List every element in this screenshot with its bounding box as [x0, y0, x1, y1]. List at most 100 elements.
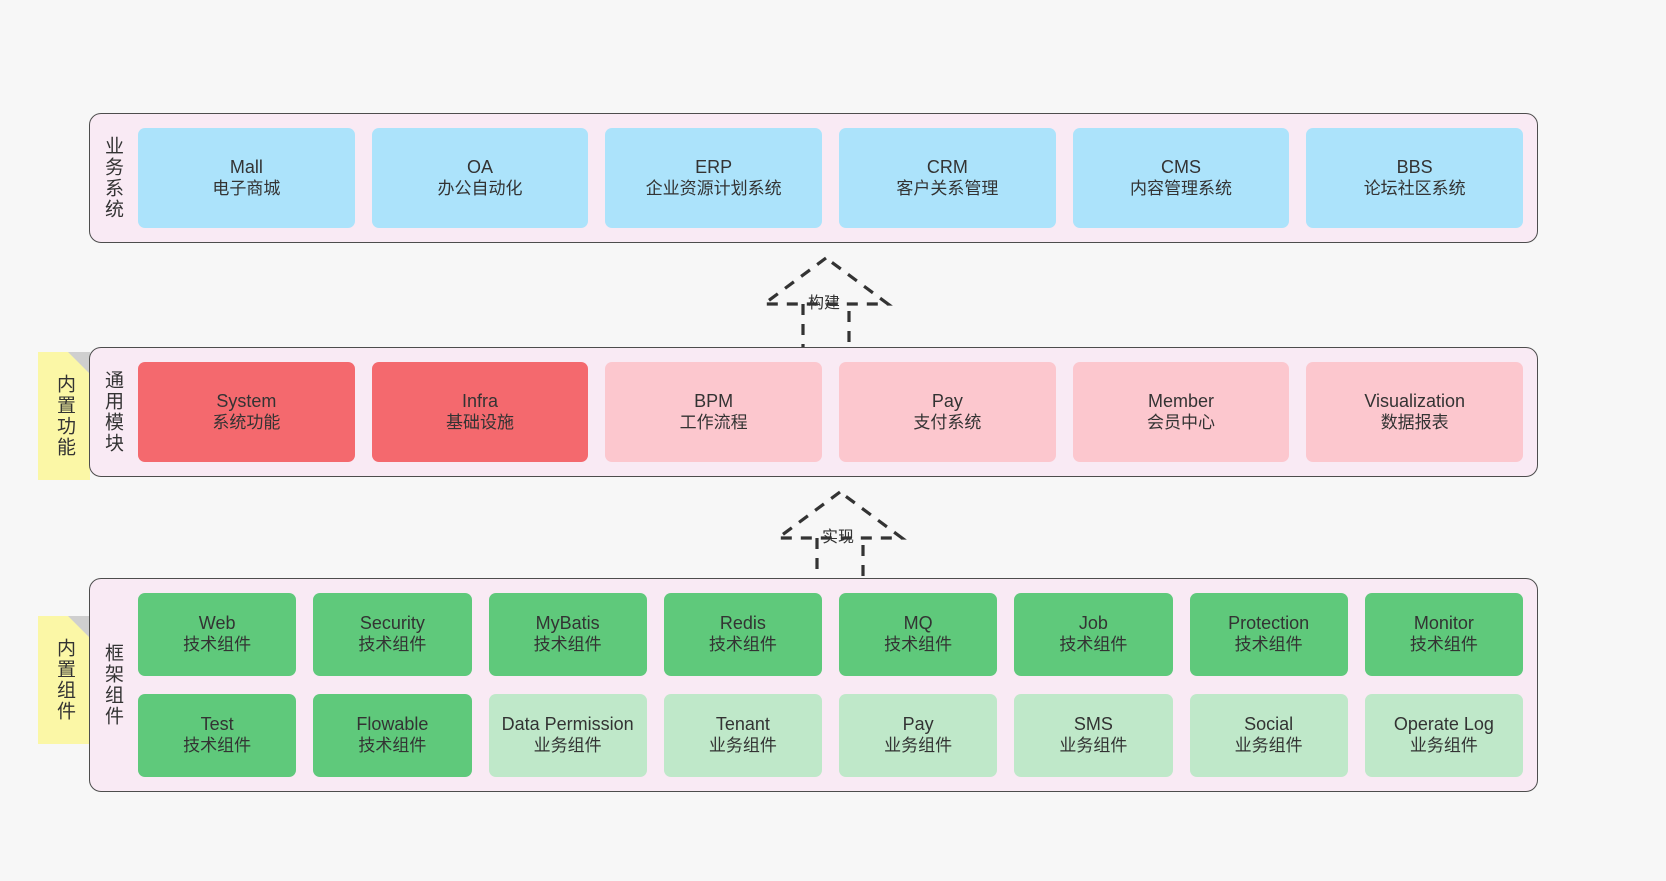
node-mall[interactable]: Mall 电子商城 [138, 128, 355, 228]
node-job[interactable]: Job 技术组件 [1014, 593, 1173, 676]
node-subtitle: 技术组件 [708, 635, 777, 655]
node-title: CRM [926, 156, 968, 177]
node-title: Security [359, 613, 425, 634]
node-bbs[interactable]: BBS 论坛社区系统 [1306, 128, 1524, 228]
node-pay-component[interactable]: Pay 业务组件 [839, 694, 998, 777]
node-title: Tenant [715, 714, 770, 735]
node-subtitle: 电子商城 [212, 178, 281, 198]
layer-common-modules[interactable]: 通用模块 System 系统功能 Infra 基础设施 BPM 工作流程 Pay… [89, 347, 1538, 477]
node-data-permission[interactable]: Data Permission 业务组件 [488, 694, 647, 777]
node-security[interactable]: Security 技术组件 [313, 593, 472, 676]
node-title: Infra [461, 390, 499, 411]
node-title: Operate Log [1393, 714, 1494, 735]
node-title: Mall [229, 156, 263, 177]
node-sms[interactable]: SMS 业务组件 [1014, 694, 1173, 777]
node-subtitle: 业务组件 [1409, 736, 1478, 756]
node-title: Member [1148, 390, 1215, 411]
node-title: Protection [1228, 613, 1310, 634]
node-title: Pay [931, 390, 963, 411]
node-system[interactable]: System 系统功能 [138, 362, 355, 462]
node-title: Visualization [1364, 390, 1466, 411]
connector-build-label: 构建 [808, 295, 841, 312]
connector-build: 构建 [756, 256, 906, 352]
node-subtitle: 支付系统 [913, 412, 982, 432]
node-cms[interactable]: CMS 内容管理系统 [1072, 128, 1290, 228]
node-member[interactable]: Member 会员中心 [1072, 362, 1290, 462]
node-redis[interactable]: Redis 技术组件 [663, 593, 822, 676]
node-title: BPM [694, 390, 734, 411]
node-subtitle: 论坛社区系统 [1363, 178, 1466, 198]
node-title: Web [198, 613, 236, 634]
node-title: OA [467, 156, 494, 177]
node-title: Social [1244, 714, 1294, 735]
node-visualization[interactable]: Visualization 数据报表 [1306, 362, 1524, 462]
node-subtitle: 技术组件 [1409, 635, 1478, 655]
node-subtitle: 业务组件 [533, 736, 602, 756]
layer-framework-components[interactable]: 框架组件 Web 技术组件 Security 技术组件 MyBatis 技术组件… [89, 578, 1538, 792]
node-subtitle: 技术组件 [358, 736, 427, 756]
node-protection[interactable]: Protection 技术组件 [1189, 593, 1348, 676]
node-title: Test [200, 714, 234, 735]
node-crm[interactable]: CRM 客户关系管理 [839, 128, 1056, 228]
node-title: Data Permission [501, 714, 634, 735]
sticky-fold-icon [68, 616, 90, 638]
layer-body-business-systems: Mall 电子商城 OA 办公自动化 ERP 企业资源计划系统 CRM 客户关系… [134, 114, 1537, 242]
node-title: Pay [902, 714, 934, 735]
node-title: MyBatis [535, 613, 600, 634]
sticky-note-builtin-components[interactable]: 内置组件 [38, 616, 90, 744]
node-social[interactable]: Social 业务组件 [1189, 694, 1348, 777]
layer-business-systems[interactable]: 业务系统 Mall 电子商城 OA 办公自动化 ERP 企业资源计划系统 CRM… [89, 113, 1538, 243]
layer-title-framework-components: 框架组件 [101, 643, 123, 727]
node-mq[interactable]: MQ 技术组件 [839, 593, 998, 676]
node-flowable[interactable]: Flowable 技术组件 [313, 694, 472, 777]
node-row: System 系统功能 Infra 基础设施 BPM 工作流程 Pay 支付系统… [138, 362, 1524, 462]
node-subtitle: 业务组件 [1059, 736, 1128, 756]
sticky-fold-icon [68, 352, 90, 374]
node-row: Test 技术组件 Flowable 技术组件 Data Permission … [138, 694, 1523, 777]
node-subtitle: 工作流程 [679, 412, 748, 432]
node-subtitle: 客户关系管理 [896, 178, 999, 198]
node-subtitle: 技术组件 [183, 635, 252, 655]
node-title: Redis [719, 613, 766, 634]
node-subtitle: 技术组件 [358, 635, 427, 655]
node-bpm[interactable]: BPM 工作流程 [605, 362, 823, 462]
node-subtitle: 系统功能 [212, 412, 281, 432]
node-test[interactable]: Test 技术组件 [138, 694, 297, 777]
node-subtitle: 企业资源计划系统 [645, 178, 782, 198]
node-web[interactable]: Web 技术组件 [138, 593, 297, 676]
node-title: ERP [695, 156, 733, 177]
node-title: Flowable [356, 714, 429, 735]
node-title: Job [1078, 613, 1108, 634]
node-subtitle: 会员中心 [1147, 412, 1216, 432]
connector-implement-label: 实现 [822, 529, 855, 546]
node-title: MQ [903, 613, 933, 634]
node-pay-module[interactable]: Pay 支付系统 [839, 362, 1056, 462]
node-title: SMS [1073, 714, 1113, 735]
node-subtitle: 业务组件 [708, 736, 777, 756]
layer-body-framework-components: Web 技术组件 Security 技术组件 MyBatis 技术组件 Redi… [134, 579, 1537, 791]
layer-title-business-systems: 业务系统 [101, 136, 123, 220]
node-operate-log[interactable]: Operate Log 业务组件 [1364, 694, 1523, 777]
node-subtitle: 技术组件 [884, 635, 953, 655]
node-subtitle: 办公自动化 [437, 178, 523, 198]
node-oa[interactable]: OA 办公自动化 [371, 128, 589, 228]
sticky-note-label: 内置组件 [53, 638, 75, 722]
node-row: Mall 电子商城 OA 办公自动化 ERP 企业资源计划系统 CRM 客户关系… [138, 128, 1524, 228]
sticky-note-builtin-features[interactable]: 内置功能 [38, 352, 90, 480]
sticky-note-label: 内置功能 [53, 374, 75, 458]
node-tenant[interactable]: Tenant 业务组件 [663, 694, 822, 777]
node-subtitle: 技术组件 [183, 736, 252, 756]
node-subtitle: 技术组件 [1234, 635, 1303, 655]
node-row: Web 技术组件 Security 技术组件 MyBatis 技术组件 Redi… [138, 593, 1523, 676]
node-subtitle: 内容管理系统 [1130, 178, 1233, 198]
node-infra[interactable]: Infra 基础设施 [371, 362, 589, 462]
node-title: System [216, 390, 277, 411]
node-subtitle: 数据报表 [1380, 412, 1449, 432]
node-erp[interactable]: ERP 企业资源计划系统 [605, 128, 823, 228]
node-subtitle: 基础设施 [446, 412, 514, 432]
node-subtitle: 业务组件 [1234, 736, 1303, 756]
node-monitor[interactable]: Monitor 技术组件 [1364, 593, 1523, 676]
layer-body-common-modules: System 系统功能 Infra 基础设施 BPM 工作流程 Pay 支付系统… [134, 348, 1537, 476]
node-mybatis[interactable]: MyBatis 技术组件 [488, 593, 647, 676]
